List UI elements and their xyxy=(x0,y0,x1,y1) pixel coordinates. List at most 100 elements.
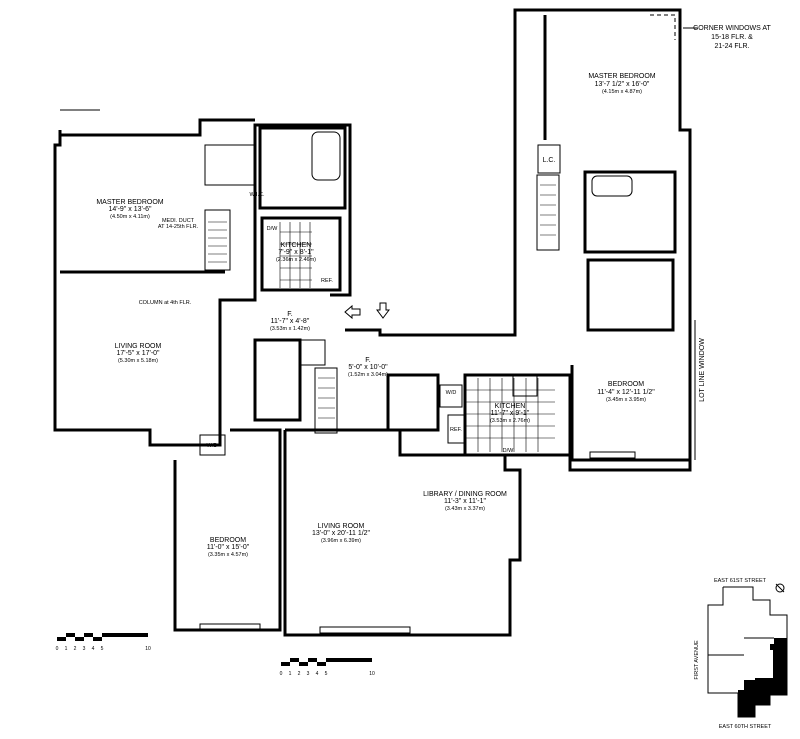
dw-label: D/W xyxy=(503,448,515,454)
svg-text:21-24 FLR.: 21-24 FLR. xyxy=(714,43,749,50)
svg-text:(3.53m x 1.42m): (3.53m x 1.42m) xyxy=(270,326,310,332)
wic-label: W.I.C. xyxy=(250,192,265,198)
label-library-dining: LIBRARY / DINING ROOM 11'-3" x 11'-1" (3… xyxy=(423,491,507,512)
svg-text:4: 4 xyxy=(92,646,95,652)
svg-text:13'-7 1/2" x 16'-0": 13'-7 1/2" x 16'-0" xyxy=(595,81,650,88)
living-bottom-wall xyxy=(283,428,522,637)
svg-text:10: 10 xyxy=(145,646,151,652)
label-foyer-center: F. 5'-0" x 10'-0" (1.52m x 3.04m) xyxy=(348,357,388,378)
entry-arrow-icon xyxy=(344,304,361,320)
lot-line-window-label: LOT LINE WINDOW xyxy=(699,338,706,402)
svg-text:BEDROOM: BEDROOM xyxy=(608,381,644,388)
svg-text:KITCHEN: KITCHEN xyxy=(281,242,312,249)
svg-text:5: 5 xyxy=(325,671,328,677)
svg-text:(2.36m x 2.46m): (2.36m x 2.46m) xyxy=(276,257,316,263)
svg-text:(3.43m x 3.37m): (3.43m x 3.37m) xyxy=(445,506,485,512)
scale-bar-left xyxy=(57,633,148,641)
svg-text:4: 4 xyxy=(316,671,319,677)
bathtub-right xyxy=(591,175,633,197)
key-plan xyxy=(707,583,788,718)
key-plan-avenue: FIRST AVENUE xyxy=(694,640,700,680)
ref-center xyxy=(447,414,466,444)
kitchen-top-room xyxy=(260,216,342,292)
kitchen-center-tiles xyxy=(465,378,555,452)
label-living-room-left: LIVING ROOM 17'-5" x 17'-0" (5.30m x 5.1… xyxy=(115,343,162,364)
svg-text:11'-7" x 4'-8": 11'-7" x 4'-8" xyxy=(271,318,310,325)
svg-text:2: 2 xyxy=(74,646,77,652)
svg-text:LIBRARY / DINING ROOM: LIBRARY / DINING ROOM xyxy=(423,491,507,498)
svg-text:3: 3 xyxy=(83,646,86,652)
wd-closet xyxy=(199,434,226,456)
kitchen-top-tiles xyxy=(279,222,312,288)
bedroom-right-wall xyxy=(570,340,692,462)
svg-text:(5.30m x 5.18m): (5.30m x 5.18m) xyxy=(118,358,158,364)
svg-text:17'-5" x 17'-0": 17'-5" x 17'-0" xyxy=(116,350,160,357)
label-living-room-bottom: LIVING ROOM 13'-0" x 20'-11 1/2" (3.96m … xyxy=(312,523,371,544)
scale-bar-left-ticks: 0 1 2 3 4 5 10 xyxy=(56,646,151,652)
label-bedroom-bottom: BEDROOM 11'-0" x 15'-0" (3.35m x 4.57m) xyxy=(207,537,250,558)
svg-text:0: 0 xyxy=(280,671,283,677)
svg-text:F.: F. xyxy=(365,357,371,364)
svg-text:14'-9" x 13'-6": 14'-9" x 13'-6" xyxy=(108,206,152,213)
center-bath-2 xyxy=(386,373,440,432)
wd-label-bottom: W/D xyxy=(207,443,218,449)
wic-closet xyxy=(204,144,256,186)
lc-label: L.C. xyxy=(543,157,556,164)
scale-bar-right xyxy=(281,658,372,666)
bath-block-top xyxy=(258,126,347,210)
label-bedroom-right: BEDROOM 11'-4" x 12'-11 1/2" (3.45m x 3.… xyxy=(597,381,655,403)
corner-windows-note: CORNER WINDOWS AT 15-18 FLR. & 21-24 FLR… xyxy=(693,25,771,50)
svg-text:1: 1 xyxy=(289,671,292,677)
duct-shaft xyxy=(204,209,231,271)
corner-window-dash xyxy=(650,14,676,40)
svg-text:5: 5 xyxy=(101,646,104,652)
scale-bar-right-ticks: 0 1 2 3 4 5 10 xyxy=(280,671,375,677)
svg-text:11'-7" x 9'-1": 11'-7" x 9'-1" xyxy=(491,410,530,417)
label-foyer-top: F. 11'-7" x 4'-8" (3.53m x 1.42m) xyxy=(270,311,310,332)
stair-1 xyxy=(299,339,326,366)
svg-text:15-18 FLR. &: 15-18 FLR. & xyxy=(711,34,753,41)
label-master-bedroom-right: MASTER BEDROOM 13'-7 1/2" x 16'-0" (4.15… xyxy=(588,73,655,95)
svg-text:MASTER BEDROOM: MASTER BEDROOM xyxy=(588,73,655,80)
center-bath xyxy=(253,338,302,422)
right-bath-2 xyxy=(586,258,675,332)
right-bath-1 xyxy=(583,170,677,254)
north-arrow-icon xyxy=(775,583,785,593)
medi-duct-label-2: AT 14-25th FLR. xyxy=(158,224,199,230)
dw-label-top: D/W xyxy=(267,226,279,232)
stair-2 xyxy=(314,367,338,434)
svg-text:(1.52m x 3.04m): (1.52m x 3.04m) xyxy=(348,372,388,378)
svg-text:F.: F. xyxy=(287,311,293,318)
ref-label: REF. xyxy=(450,427,462,433)
lc-closet xyxy=(537,144,561,174)
range-center xyxy=(512,373,538,397)
svg-text:13'-0" x 20'-11 1/2": 13'-0" x 20'-11 1/2" xyxy=(312,530,371,537)
svg-text:LIVING ROOM: LIVING ROOM xyxy=(318,523,365,530)
closet-right xyxy=(536,174,560,251)
wd-label: W/D xyxy=(446,390,457,396)
svg-text:11'-4" x 12'-11 1/2": 11'-4" x 12'-11 1/2" xyxy=(597,389,655,396)
svg-text:(3.96m x 6.39m): (3.96m x 6.39m) xyxy=(321,538,361,544)
label-master-bedroom-left: MASTER BEDROOM 14'-9" x 13'-6" (4.50m x … xyxy=(96,199,163,220)
wd-center xyxy=(439,384,463,408)
label-kitchen-center: KITCHEN 11'-7" x 9'-1" (3.53m x 2.76m) xyxy=(490,403,530,424)
left-unit-wall xyxy=(53,123,352,447)
svg-text:2: 2 xyxy=(298,671,301,677)
window-living-bottom xyxy=(319,626,411,634)
medi-duct-label: MEDI. DUCT xyxy=(162,218,195,224)
svg-text:(3.35m x 4.57m): (3.35m x 4.57m) xyxy=(208,552,248,558)
svg-text:CORNER WINDOWS AT: CORNER WINDOWS AT xyxy=(693,25,771,32)
svg-text:3: 3 xyxy=(307,671,310,677)
bathtub-top xyxy=(311,131,341,181)
svg-text:11'-3" x 11'-1": 11'-3" x 11'-1" xyxy=(444,498,487,505)
svg-text:MASTER BEDROOM: MASTER BEDROOM xyxy=(96,199,163,206)
svg-text:5'-0" x 10'-0": 5'-0" x 10'-0" xyxy=(348,364,388,371)
column-label: COLUMN at 4th FLR. xyxy=(139,300,192,306)
left-unit-top-wall xyxy=(60,118,255,137)
entry-arrow-icon-2 xyxy=(376,302,390,319)
svg-text:11'-0" x 15'-0": 11'-0" x 15'-0" xyxy=(207,544,250,551)
bedroom-bottom-wall xyxy=(173,428,282,632)
svg-text:(4.15m x 4.87m): (4.15m x 4.87m) xyxy=(602,89,642,95)
